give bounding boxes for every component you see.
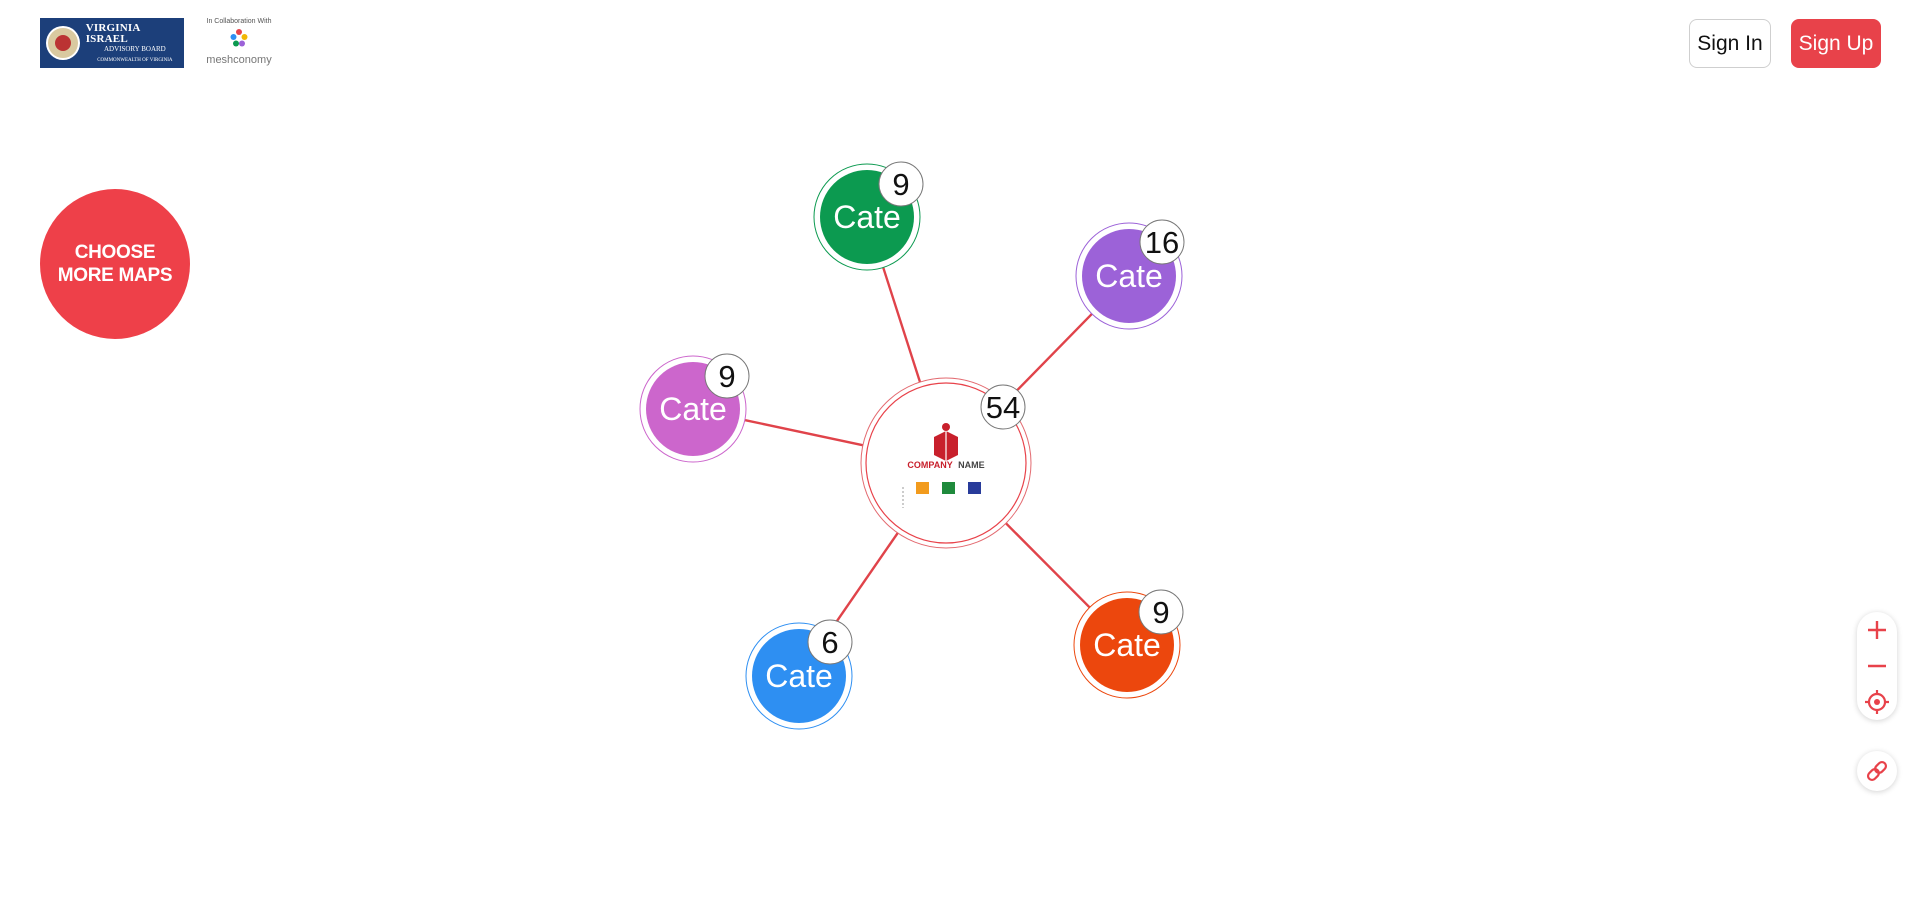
choose-more-maps-button[interactable]: CHOOSE MORE MAPS bbox=[40, 189, 190, 339]
category-count-badge bbox=[1139, 219, 1185, 265]
zoom-out-button[interactable] bbox=[1861, 650, 1893, 682]
logo-line-2: ADVISORY BOARD bbox=[103, 45, 166, 53]
plus-icon bbox=[1868, 621, 1886, 639]
category-count: 9 bbox=[1152, 595, 1169, 630]
center-count-badge: 54 bbox=[980, 384, 1026, 430]
category-node-label: Cate bbox=[765, 658, 833, 694]
category-node-label: Cate bbox=[833, 199, 901, 235]
collab-brand: meshconomy bbox=[206, 54, 272, 66]
collaboration-logo[interactable]: In Collaboration With meshconomy bbox=[200, 18, 278, 66]
map-edge bbox=[1003, 311, 1095, 404]
collab-label: In Collaboration With bbox=[206, 18, 272, 25]
category-node-label: Cate bbox=[1095, 258, 1163, 294]
center-node[interactable]: COMPANY NAME 54 bbox=[860, 377, 1032, 549]
link-icon bbox=[1866, 760, 1888, 782]
meshconomy-logo-icon bbox=[230, 29, 248, 47]
map-edges bbox=[742, 265, 1095, 635]
category-node-label: Cate bbox=[1093, 627, 1161, 663]
map-edge bbox=[881, 265, 922, 384]
category-count-badge bbox=[878, 161, 924, 207]
category-count: 16 bbox=[1145, 225, 1179, 260]
category-count: 6 bbox=[821, 625, 838, 660]
category-count-badge bbox=[704, 353, 750, 399]
virginia-israel-logo[interactable]: VIRGINIA ISRAEL ADVISORY BOARD COMMONWEA… bbox=[40, 18, 184, 68]
sign-in-button[interactable]: Sign In bbox=[1689, 19, 1771, 68]
map-edge bbox=[1004, 521, 1092, 610]
logo-line-3: COMMONWEALTH OF VIRGINIA bbox=[97, 58, 173, 63]
map-edge bbox=[826, 531, 900, 635]
crosshair-icon bbox=[1865, 690, 1889, 714]
seal-icon bbox=[46, 26, 80, 60]
map-edge bbox=[742, 418, 865, 447]
category-count-badge bbox=[1138, 589, 1184, 635]
share-link-button[interactable] bbox=[1857, 751, 1897, 791]
company-logo-icon bbox=[902, 423, 981, 508]
recenter-button[interactable] bbox=[1861, 686, 1893, 718]
company-name: NAME bbox=[958, 460, 985, 470]
zoom-controls bbox=[1857, 612, 1897, 720]
minus-icon bbox=[1868, 664, 1886, 668]
center-count: 54 bbox=[986, 390, 1020, 425]
logo-line-1: VIRGINIA ISRAEL bbox=[85, 22, 140, 45]
zoom-in-button[interactable] bbox=[1861, 614, 1893, 646]
category-count-badge bbox=[807, 619, 853, 665]
sign-up-button[interactable]: Sign Up bbox=[1791, 19, 1881, 68]
category-count: 9 bbox=[892, 167, 909, 202]
company-name-bold: COMPANY bbox=[907, 460, 952, 470]
category-node-label: Cate bbox=[659, 391, 727, 427]
svg-text:COMPANY NAME: COMPANY NAME bbox=[907, 460, 984, 470]
category-count: 9 bbox=[718, 359, 735, 394]
